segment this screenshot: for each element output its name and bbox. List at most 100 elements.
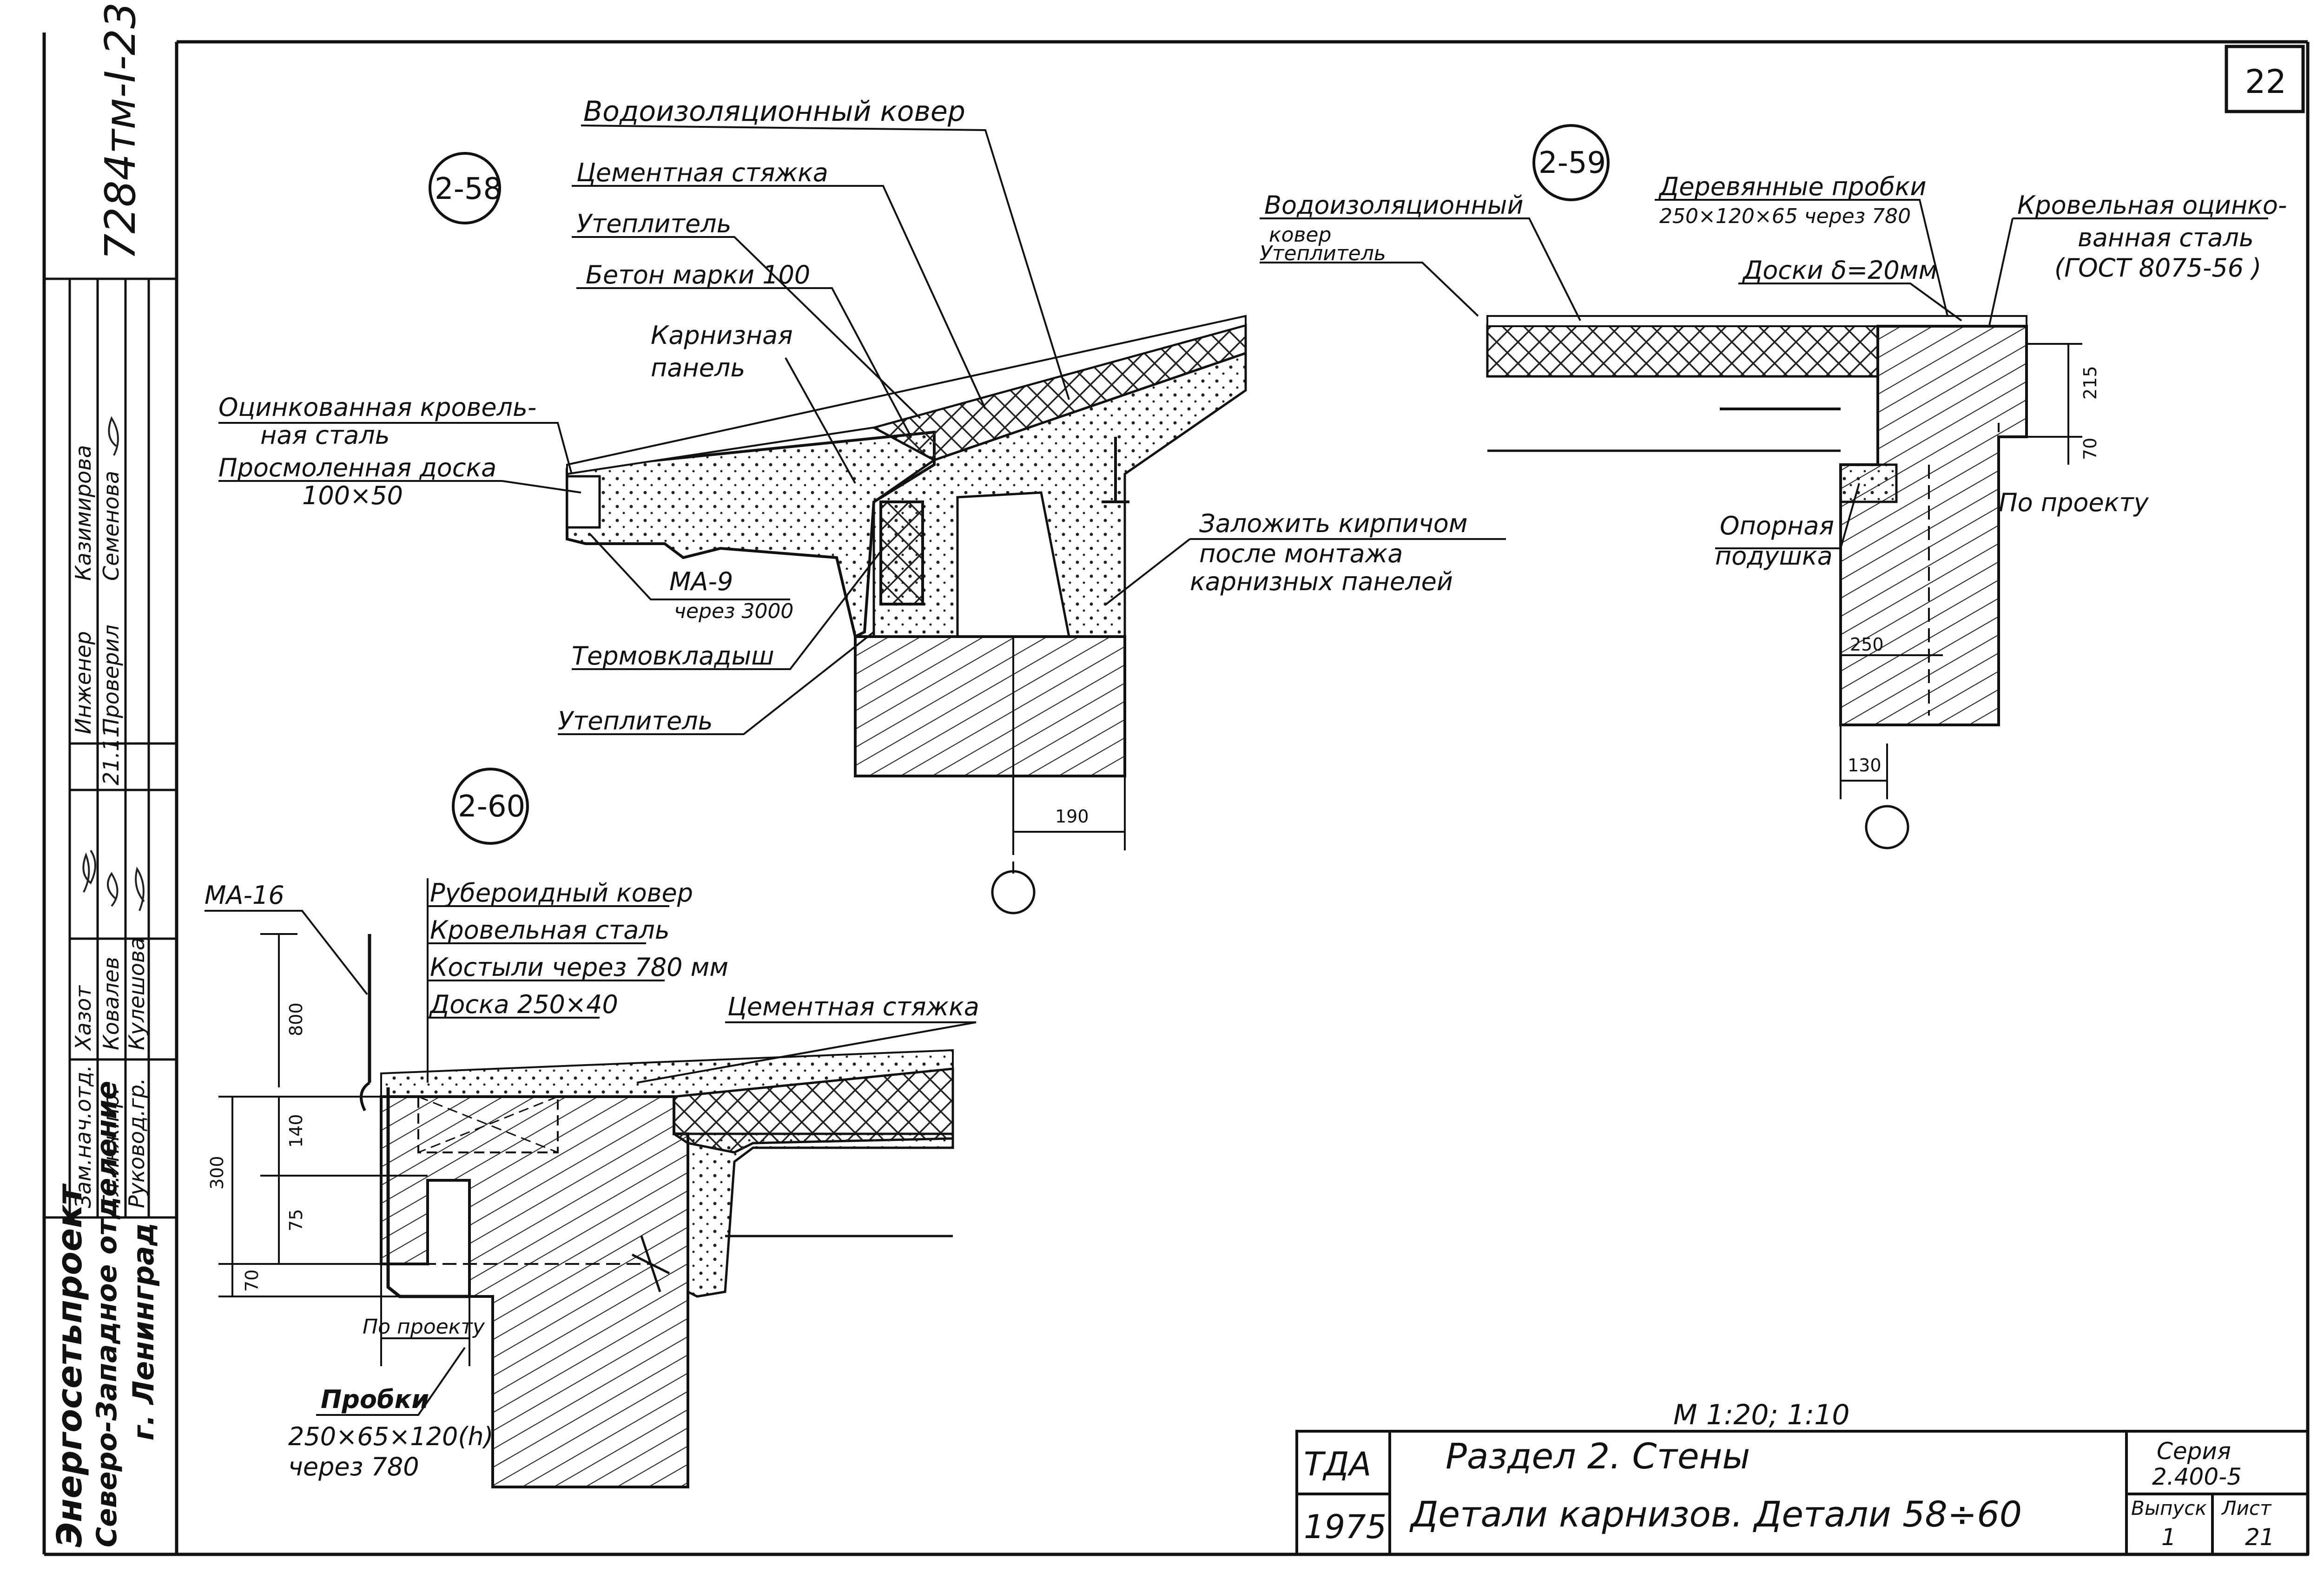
label-anchor-1-58: МА-9	[669, 567, 733, 596]
label-board-1-58: Просмоленная доска	[218, 453, 496, 482]
dim-140: 140	[286, 1114, 306, 1148]
bolt-58	[1102, 437, 1129, 503]
dims-60	[218, 933, 493, 1366]
dim-line-190	[1012, 637, 1126, 874]
role-group-lead: Руковод.гр.	[124, 1078, 149, 1208]
ref-circle-59	[1865, 805, 1909, 849]
role-deputy-head: Зам.нач.отд.	[71, 1065, 96, 1208]
label-anchor-60: МА-16	[205, 881, 284, 910]
callout-2-60: 2-60	[458, 789, 525, 824]
screed-layer-58	[566, 315, 1247, 475]
dim-215: 215	[2080, 366, 2100, 400]
support-pad-59	[1839, 463, 1898, 503]
title-main: Детали карнизов. Детали 58÷60	[1409, 1493, 2022, 1535]
ribbed-slab-60	[687, 1132, 954, 1298]
stamp-date: 21.11	[99, 724, 124, 785]
label-insulation-59: Утеплитель	[1260, 242, 1386, 265]
label-concrete-58: Бетон марки 100	[586, 260, 810, 289]
signatures	[82, 416, 145, 911]
callout-2-59: 2-59	[1538, 146, 1606, 180]
label-plugs-1-60: Пробки	[321, 1385, 429, 1414]
org-name: Энергосетьпроект	[50, 1183, 90, 1547]
label-waterproof-1-59: Водоизоляционный	[1264, 191, 1524, 220]
label-brick-1-58: Заложить кирпичом	[1199, 509, 1468, 538]
roof-screed-59	[1486, 315, 2027, 327]
label-waterproof-58: Водоизоляционный ковер	[583, 95, 965, 128]
label-plugs-2-59: 250×120×65 через 780	[1659, 204, 1911, 228]
cornice-59	[1839, 325, 2028, 726]
dim-190: 190	[1055, 806, 1089, 827]
thermo-insert-58	[879, 500, 924, 605]
name-1: Хазот	[71, 985, 96, 1051]
left-stamp	[44, 277, 177, 1219]
label-per-project-59: По проекту	[1999, 488, 2149, 517]
label-thermo-58: Термовкладыш	[572, 641, 774, 671]
detail-2-60: 2-60 800 140 300 75 70	[205, 768, 979, 1488]
label-insulation-bottom-58: Утеплитель	[558, 706, 713, 736]
label-steel-3-59: (ГОСТ 8075-56 )	[2054, 253, 2261, 283]
issue-value: 1	[2161, 1524, 2176, 1551]
label-steel-1-58: Оцинкованная кровель-	[218, 393, 536, 422]
title-org: ТДА	[1304, 1445, 1371, 1483]
role-chief-engineer: Гл.инж.пр.	[99, 1087, 124, 1208]
ref-circle-58	[991, 870, 1036, 914]
dim-75: 75	[286, 1209, 306, 1231]
label-boards-59: Доски δ=20мм	[1742, 256, 1937, 285]
label-plugs-2-60: 250×65×120(h)	[288, 1422, 494, 1451]
dims-59	[1840, 343, 2082, 799]
label-steel-2-58: ная сталь	[260, 421, 390, 450]
dim-300: 300	[207, 1156, 227, 1190]
sheet-value: 21	[2245, 1524, 2275, 1551]
series-label: Серия	[2157, 1438, 2231, 1465]
dim-70-60: 70	[242, 1270, 262, 1292]
org-branch: Северо-Западное отделение	[91, 1081, 123, 1547]
label-board-60: Доска 250×40	[429, 990, 618, 1019]
org-city: г. Ленинград	[126, 1223, 160, 1441]
sheet-label: Лист	[2221, 1497, 2272, 1520]
label-board-2-58: 100×50	[302, 481, 403, 510]
leaders-58	[218, 125, 1506, 735]
role-engineer: Инженер	[71, 631, 96, 734]
callout-2-58: 2-58	[435, 172, 502, 206]
label-pad-2-59: подушка	[1715, 541, 1833, 571]
role-checked: Проверил	[99, 625, 124, 734]
sheet-number: 22	[2245, 63, 2286, 101]
plug-60	[631, 1236, 670, 1292]
detail-2-59: 2-59 215 70 250 130	[1260, 124, 2287, 849]
concrete-cornice-58	[872, 351, 1247, 638]
dim-250: 250	[1850, 634, 1884, 655]
label-roof-steel-60: Кровельная сталь	[430, 915, 670, 945]
label-screed-60: Цементная стяжка	[727, 992, 979, 1021]
name-4: Казимирова	[71, 445, 96, 581]
dim-70-59: 70	[2080, 438, 2100, 460]
anchor-hook-60	[360, 1081, 370, 1112]
name-2: Ковалев	[99, 957, 124, 1050]
callout-circle-2-58	[429, 152, 501, 224]
board-60	[417, 1096, 559, 1153]
label-plugs-3-60: через 780	[288, 1452, 419, 1481]
series-value: 2.400-5	[2152, 1463, 2242, 1490]
label-waterproof-2-59: ковер	[1269, 223, 1331, 247]
title-section: Раздел 2. Стены	[1446, 1435, 1750, 1477]
label-anchor-2-58: через 3000	[674, 599, 793, 623]
label-per-project-60: По проекту	[363, 1315, 485, 1339]
label-panel-2: панель	[651, 353, 745, 382]
detail-2-58: 2-58 190	[218, 95, 1506, 914]
label-crutches-60: Костыли через 780 мм	[430, 953, 728, 982]
label-plugs-1-59: Деревянные пробки	[1658, 172, 1927, 201]
label-pad-1-59: Опорная	[1720, 511, 1834, 540]
tarred-board-58	[566, 475, 601, 529]
label-ruberoid-60: Рубероидный ковер	[430, 878, 693, 908]
title-block	[1295, 1430, 2309, 1556]
brick-wall-58	[854, 635, 1126, 777]
leaders-59	[1260, 199, 2268, 549]
label-screed-58: Цементная стяжка	[576, 158, 828, 187]
label-insulation-top-58: Утеплитель	[576, 209, 732, 238]
scale: М 1:20; 1:10	[1673, 1399, 1850, 1431]
board-diag-60	[418, 1096, 558, 1153]
dim-130: 130	[1848, 755, 1882, 776]
callout-circle-2-60	[452, 768, 529, 845]
cement-screed-60	[380, 1049, 954, 1098]
label-brick-2-58: после монтажа	[1199, 539, 1403, 568]
